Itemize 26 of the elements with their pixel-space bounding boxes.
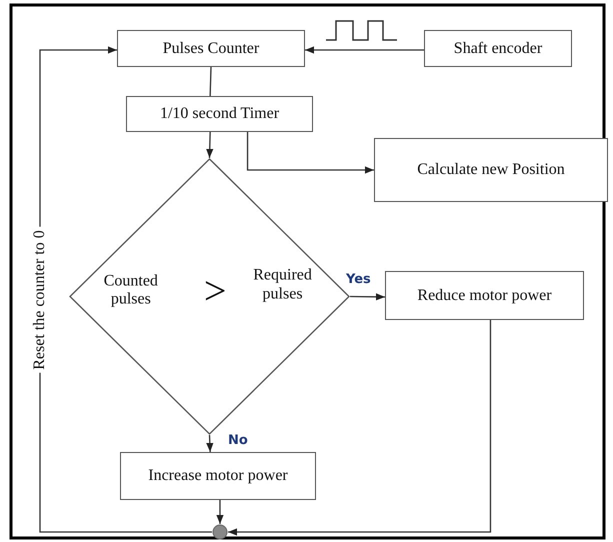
- arrow: [246, 132, 374, 174]
- process-box: [126, 96, 313, 132]
- condition-text: Required pulses: [252, 267, 313, 304]
- condition-text: Counted pulses: [102, 272, 159, 310]
- process-box: [117, 30, 305, 67]
- edge-label: No: [228, 433, 248, 448]
- node-label: Increase motor power: [148, 467, 288, 485]
- arrow: [206, 434, 214, 452]
- node-label: 1/10 second Timer: [160, 105, 280, 123]
- process-box: [120, 452, 316, 500]
- edge-label: Yes: [346, 272, 371, 287]
- node-label: Reduce motor power: [417, 286, 552, 304]
- arrow: [216, 500, 224, 524]
- process-box: [424, 30, 572, 67]
- arrow: [206, 132, 214, 158]
- junction-circle: [212, 524, 228, 540]
- arrow: [305, 46, 424, 54]
- arrow: [350, 293, 385, 300]
- node-label: Shaft encoder: [454, 40, 542, 58]
- process-box: [374, 138, 608, 202]
- node-label: Calculate new Position: [417, 161, 565, 179]
- connector-line: [210, 66, 212, 96]
- comparison-sign: >: [203, 268, 228, 314]
- arrow: [228, 320, 492, 536]
- process-box: [385, 271, 584, 320]
- node-label: Pulses Counter: [162, 40, 260, 58]
